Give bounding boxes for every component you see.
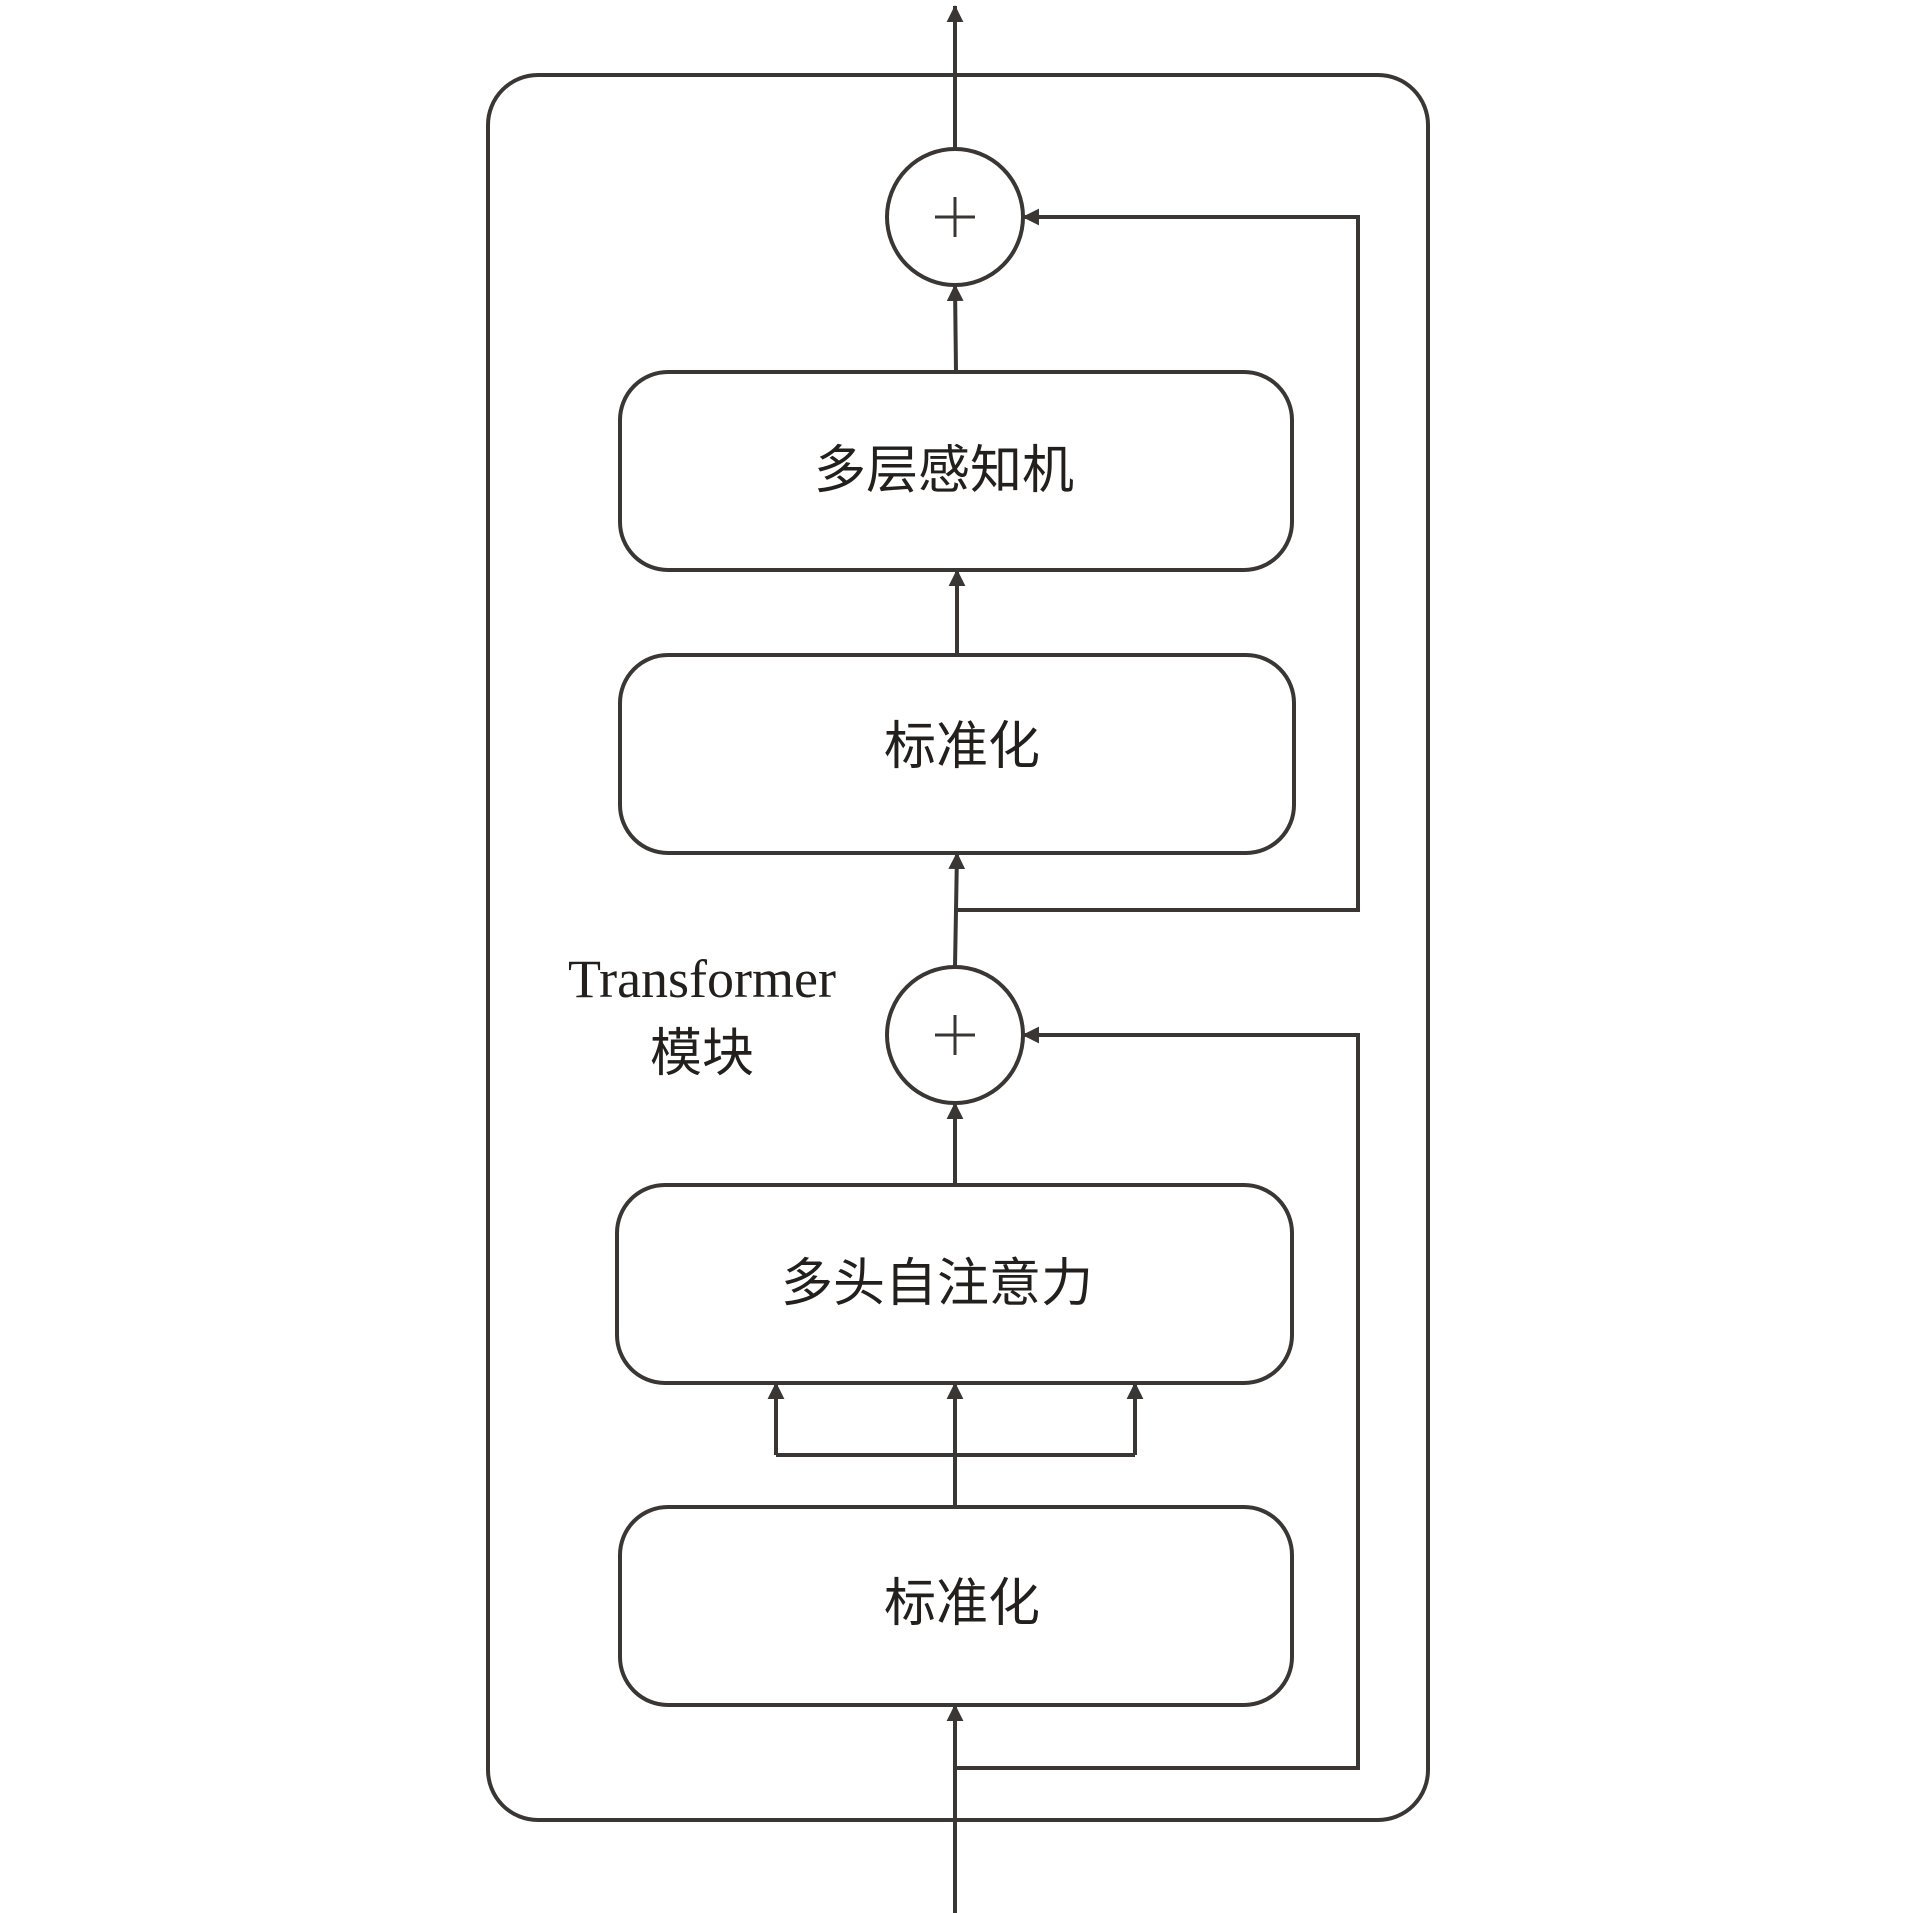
mlp-block: 多层感知机 xyxy=(618,370,1294,572)
mlp-to-adder-arrow xyxy=(946,284,964,373)
mhsa-block: 多头自注意力 xyxy=(615,1183,1294,1385)
module-label-line2: 模块 xyxy=(650,1024,754,1084)
norm-top-label: 标准化 xyxy=(884,717,1040,777)
module-label-line1: Transformer xyxy=(568,949,836,1009)
adder-bottom xyxy=(885,965,1025,1105)
norm-bottom-label: 标准化 xyxy=(884,1574,1040,1634)
mlp-label: 多层感知机 xyxy=(814,441,1074,501)
adder-to-norm-arrow xyxy=(948,852,966,968)
adder-top xyxy=(885,147,1025,287)
mhsa-label: 多头自注意力 xyxy=(781,1254,1093,1314)
norm-block-top: 标准化 xyxy=(618,653,1296,855)
residual-path-lower xyxy=(955,1026,1360,1770)
residual-path-upper xyxy=(957,208,1360,912)
norm-block-bottom: 标准化 xyxy=(618,1505,1294,1707)
transformer-module-frame xyxy=(486,73,1430,1822)
